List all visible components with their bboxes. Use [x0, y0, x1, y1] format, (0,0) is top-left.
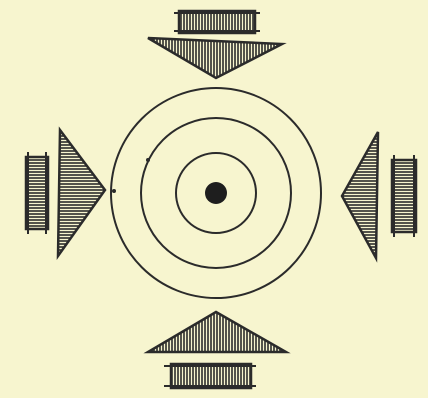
wedge-left [58, 130, 105, 256]
ring-mark [112, 189, 116, 193]
bar-right [392, 160, 416, 232]
wedge-bar-right [342, 132, 416, 258]
wedge-bottom [148, 312, 286, 352]
wedge-bar-top [148, 11, 282, 78]
center-dot [205, 182, 227, 204]
wedge-bar-bottom [148, 312, 286, 388]
bar-top [179, 11, 255, 33]
bar-bottom [171, 364, 251, 388]
wedge-bar-left [26, 130, 105, 256]
wedge-top [148, 38, 282, 78]
bar-left [26, 157, 48, 229]
ring-mark [146, 158, 150, 162]
wedge-right [342, 132, 378, 258]
